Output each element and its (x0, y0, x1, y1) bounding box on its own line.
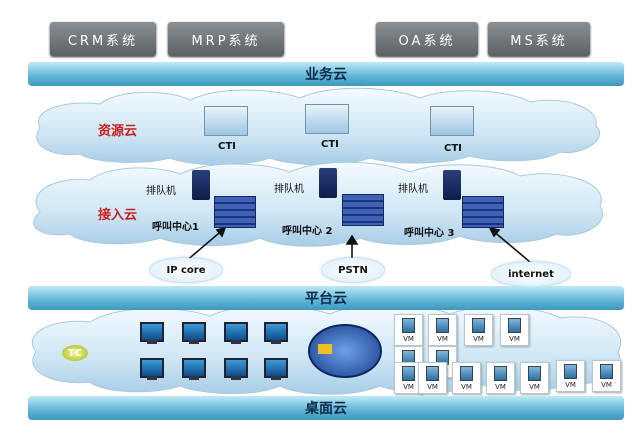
vm-icon: VM (428, 314, 457, 346)
call-center-label-3: 呼叫中心 3 (404, 228, 455, 239)
vm-icon: VM (418, 362, 447, 394)
terminal-icon (264, 358, 288, 380)
ms-system-box: MS系统 (488, 22, 590, 56)
queue-label-2: 排队机 (274, 184, 304, 195)
resource-cloud-label: 资源云 (98, 124, 138, 139)
crm-system-box: CRM系统 (50, 22, 156, 56)
ip-core-node: IP core (150, 258, 222, 282)
terminal-icon (224, 322, 248, 344)
oa-system-box: OA系统 (376, 22, 478, 56)
queue-label-1: 排队机 (146, 186, 176, 197)
vm-icon: VM (452, 362, 481, 394)
terminal-icon (140, 322, 164, 344)
vm-icon: VM (394, 362, 423, 394)
terminal-icon (224, 358, 248, 380)
queue-label-3: 排队机 (398, 184, 428, 195)
queue-machine-icon-3 (443, 170, 461, 200)
terminal-icon (264, 322, 288, 344)
business-cloud-bar: 业务云 (28, 62, 624, 86)
tc-badge: TC (62, 345, 88, 361)
internet-node: internet (492, 262, 570, 286)
cti-server-icon-3 (430, 106, 474, 136)
queue-machine-icon-1 (192, 170, 210, 200)
terminal-icon (182, 322, 206, 344)
call-center-label-2: 呼叫中心 2 (282, 226, 333, 237)
terminal-icon (182, 358, 206, 380)
vm-icon: VM (556, 360, 585, 392)
queue-machine-icon-2 (319, 168, 337, 198)
vm-icon: VM (464, 314, 493, 346)
platform-cloud-bar: 平台云 (28, 286, 624, 310)
vm-icon: VM (520, 362, 549, 394)
switch-stack-icon-1 (214, 196, 256, 228)
terminal-icon (140, 358, 164, 380)
desktop-cloud-bar: 桌面云 (28, 396, 624, 420)
network-arrows (184, 226, 531, 263)
switch-stack-icon-3 (462, 196, 504, 228)
vm-icon: VM (592, 360, 621, 392)
pstn-node: PSTN (322, 258, 384, 282)
arrow-icon (318, 344, 332, 354)
cti-server-icon-1 (204, 106, 248, 136)
cti-label-2: CTI (321, 139, 339, 150)
cti-label-3: CTI (444, 143, 462, 154)
cti-server-icon-2 (305, 104, 349, 134)
access-cloud-label: 接入云 (98, 208, 138, 223)
cti-label-1: CTI (218, 141, 236, 152)
call-center-label-1: 呼叫中心1 (152, 222, 199, 233)
vm-icon: VM (394, 314, 423, 346)
vm-icon: VM (500, 314, 529, 346)
switch-stack-icon-2 (342, 194, 384, 226)
mrp-system-box: MRP系统 (168, 22, 284, 56)
vm-icon: VM (486, 362, 515, 394)
